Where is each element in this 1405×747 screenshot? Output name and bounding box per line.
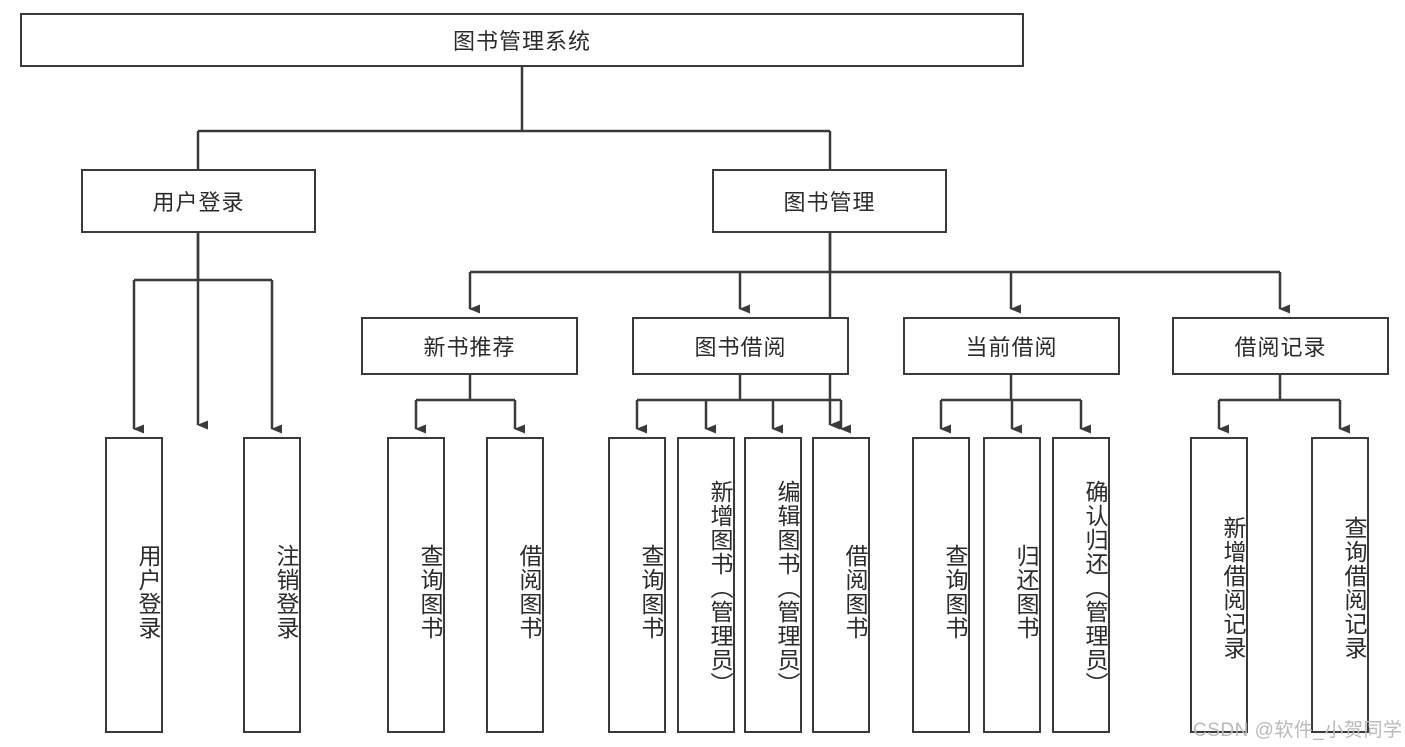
leaf-node[interactable]: 新增借阅记录 (1190, 437, 1248, 733)
leaf-node[interactable]: 查询借阅记录 (1311, 437, 1369, 733)
node-new-book-recommend[interactable]: 新书推荐 (361, 317, 578, 375)
node-current-borrow[interactable]: 当前借阅 (903, 317, 1120, 375)
node-borrow-record[interactable]: 借阅记录 (1172, 317, 1389, 375)
leaf-node[interactable]: 归还图书 (983, 437, 1041, 733)
node-book-management[interactable]: 图书管理 (712, 169, 947, 233)
leaf-node[interactable]: 注销登录 (243, 437, 301, 733)
leaf-node[interactable]: 编辑图书（管理员） (744, 437, 802, 733)
leaf-node[interactable]: 查询图书 (912, 437, 970, 733)
node-root-system[interactable]: 图书管理系统 (20, 13, 1024, 67)
node-book-borrow[interactable]: 图书借阅 (632, 317, 849, 375)
leaf-node[interactable]: 借阅图书 (812, 437, 870, 733)
leaf-node[interactable]: 查询图书 (608, 437, 666, 733)
leaf-node[interactable]: 用户登录 (105, 437, 163, 733)
leaf-node[interactable]: 确认归还（管理员） (1052, 437, 1110, 733)
leaf-node[interactable]: 借阅图书 (486, 437, 544, 733)
csdn-watermark: CSDN @软件_小贺同学 (1193, 720, 1403, 741)
node-user-login[interactable]: 用户登录 (81, 169, 316, 233)
leaf-node[interactable]: 查询图书 (387, 437, 445, 733)
leaf-node[interactable]: 新增图书（管理员） (677, 437, 735, 733)
